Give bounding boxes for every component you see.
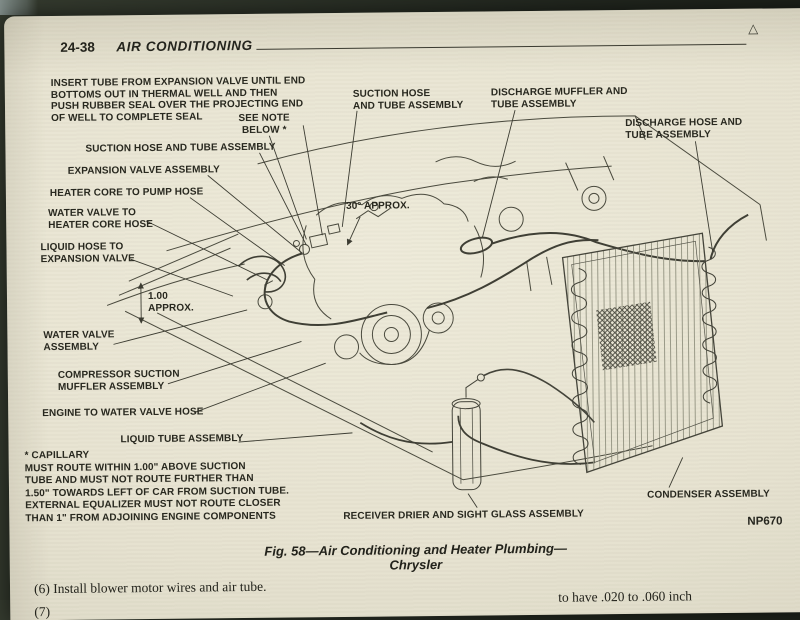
callout-see-note: SEE NOTE BELOW * bbox=[233, 112, 295, 136]
condenser-drawing bbox=[562, 233, 722, 473]
callout-discharge-muffler: DISCHARGE MUFFLER AND TUBE ASSEMBLY bbox=[491, 86, 628, 110]
page-number: 24-38 bbox=[60, 40, 95, 55]
callout-heater-core-pump-hose: HEATER CORE TO PUMP HOSE bbox=[50, 186, 204, 199]
background-object bbox=[0, 0, 38, 15]
callout-angle-30: 30° APPROX. bbox=[346, 200, 410, 212]
callout-expansion-valve: EXPANSION VALVE ASSEMBLY bbox=[68, 164, 220, 177]
callout-discharge-hose: DISCHARGE HOSE AND TUBE ASSEMBLY bbox=[625, 117, 742, 141]
manual-page: 24-38 AIR CONDITIONING △ INSERT TUBE FRO… bbox=[4, 8, 800, 620]
corner-triangle-icon: △ bbox=[748, 21, 758, 37]
callout-water-valve-assembly: WATER VALVE ASSEMBLY bbox=[43, 329, 114, 353]
callout-liquid-hose-expansion: LIQUID HOSE TO EXPANSION VALVE bbox=[40, 241, 135, 265]
callout-capillary-note: * CAPILLARY MUST ROUTE WITHIN 1.00" ABOV… bbox=[25, 448, 290, 526]
body-text-step7-clipped: (7) bbox=[34, 604, 50, 620]
callout-dim-100: 1.00 APPROX. bbox=[148, 291, 194, 314]
callout-compressor-suction-muffler: COMPRESSOR SUCTION MUFFLER ASSEMBLY bbox=[58, 369, 180, 393]
callout-liquid-tube: LIQUID TUBE ASSEMBLY bbox=[120, 433, 243, 446]
body-text-step6: (6) Install blower motor wires and air t… bbox=[34, 579, 267, 597]
receiver-drier-drawing bbox=[452, 368, 595, 489]
body-text-right-fragment: to have .020 to .060 inch bbox=[558, 588, 692, 605]
callout-engine-water-valve-hose: ENGINE TO WATER VALVE HOSE bbox=[42, 406, 203, 419]
photo-code: NP670 bbox=[747, 515, 782, 527]
callout-water-valve-heater-hose: WATER VALVE TO HEATER CORE HOSE bbox=[48, 207, 153, 231]
engine-drawing bbox=[257, 155, 608, 366]
section-title: AIR CONDITIONING bbox=[116, 38, 253, 54]
callout-condenser: CONDENSER ASSEMBLY bbox=[647, 489, 770, 502]
callout-suction-hose-left: SUCTION HOSE AND TUBE ASSEMBLY bbox=[85, 142, 275, 155]
callout-suction-hose-top: SUCTION HOSE AND TUBE ASSEMBLY bbox=[353, 88, 464, 112]
